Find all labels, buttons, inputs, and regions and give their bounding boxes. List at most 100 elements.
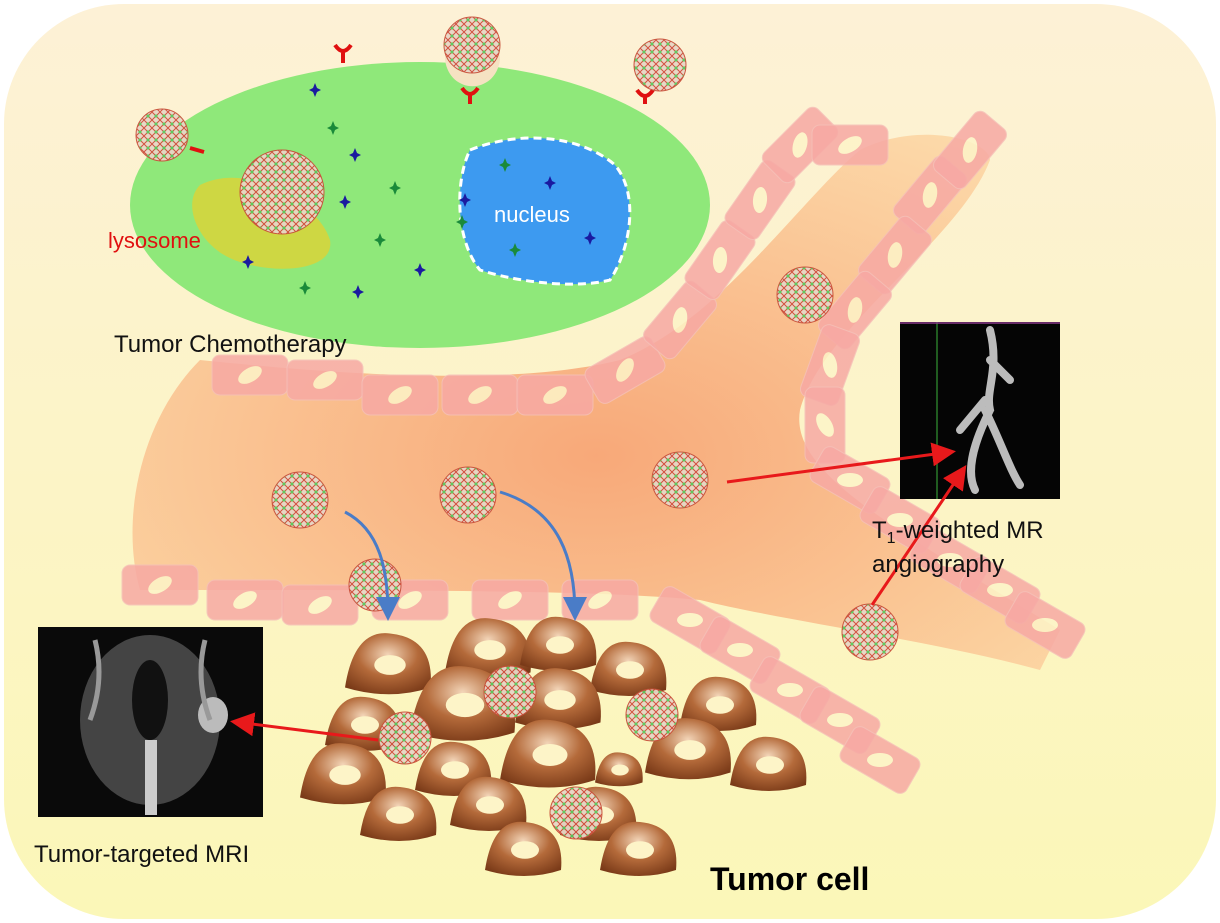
angiography-label-line2: angiography — [872, 551, 1004, 578]
cell-nucleus — [308, 596, 332, 614]
cell-nucleus — [752, 187, 768, 213]
endothelial-cell — [471, 579, 549, 621]
endothelial-cell — [684, 220, 756, 300]
drug-molecule — [414, 263, 426, 277]
cell-nucleus — [827, 713, 853, 727]
nucleus-label: nucleus — [494, 202, 570, 227]
tumor-nucleus — [511, 841, 539, 859]
cell-nucleus — [398, 591, 422, 609]
endothelial-cell — [584, 336, 666, 404]
endothelial-cell — [121, 564, 199, 606]
tumor-cell — [485, 821, 562, 876]
drug-molecule — [459, 193, 471, 207]
angiography-label: T1-weighted MR — [872, 517, 1044, 547]
arrows — [230, 442, 967, 742]
cell-nucleus — [727, 643, 753, 657]
cell-nucleus — [792, 132, 808, 158]
cell-nucleus — [712, 247, 728, 273]
cell-nucleus — [987, 583, 1013, 597]
nanoparticle-cluster — [348, 558, 402, 612]
endothelial-cell — [516, 374, 594, 416]
chemotherapy-label: Tumor Chemotherapy — [114, 331, 347, 358]
mr-angiography-image — [900, 322, 1060, 499]
nanoparticle-cluster — [443, 16, 501, 74]
tumor-nucleus — [374, 655, 406, 675]
nanoparticle-cluster — [625, 688, 679, 742]
nanoparticles — [135, 16, 899, 840]
nanoparticle-cluster — [271, 471, 329, 529]
drug-molecule — [242, 255, 254, 269]
endothelial-cell — [211, 354, 289, 396]
nucleus-shape — [458, 136, 632, 286]
nanoparticle-cluster — [239, 149, 325, 235]
tumor-nucleus — [474, 640, 506, 660]
tumor-cell — [300, 743, 386, 805]
cell-nucleus — [677, 613, 703, 627]
cell-nucleus — [777, 683, 803, 697]
cell-nucleus — [887, 513, 913, 527]
cell-nucleus — [1032, 618, 1058, 632]
drug-molecule — [327, 121, 339, 135]
drug-molecule — [299, 281, 311, 295]
nanoparticle-cluster — [483, 665, 537, 719]
cell-nucleus — [148, 576, 172, 594]
tumor-cell — [345, 633, 431, 695]
mri-label: Tumor-targeted MRI — [34, 841, 249, 868]
tumor-nucleus — [329, 765, 361, 785]
cell-nucleus — [233, 591, 257, 609]
cell-nucleus — [616, 358, 634, 382]
nanoparticle-cluster — [549, 786, 603, 840]
cell-nucleus — [816, 413, 834, 437]
tumor-nucleus — [445, 692, 485, 718]
endothelial-cell — [281, 584, 359, 626]
endothelial-cell — [206, 579, 284, 621]
tumor-cell — [500, 719, 596, 788]
endothelial-cell — [811, 124, 889, 166]
cell-nucleus — [837, 473, 863, 487]
endothelial-cell — [1004, 591, 1086, 659]
nanoparticle-cluster — [439, 466, 497, 524]
cell-nucleus — [937, 553, 963, 567]
drug-molecule — [339, 195, 351, 209]
endothelial-cell — [933, 110, 1007, 190]
cell-nucleus — [672, 307, 688, 333]
tumor-cell — [445, 618, 531, 680]
tumor-cell-label: Tumor cell — [710, 861, 869, 897]
drug-molecule — [584, 231, 596, 245]
drug-molecule — [349, 148, 361, 162]
tumor-nucleus — [611, 764, 629, 776]
tumor-cell — [600, 821, 677, 876]
cell-nucleus — [388, 386, 412, 404]
receptors — [189, 43, 655, 154]
endothelial-cell — [643, 280, 717, 360]
tumor-nucleus — [546, 636, 574, 654]
cell-nucleus — [822, 352, 838, 378]
endothelial-cell — [839, 726, 921, 794]
cell-nucleus — [962, 137, 978, 163]
tumor-nucleus — [476, 796, 504, 814]
nanoparticle-cluster — [633, 38, 687, 92]
drug-molecule — [389, 181, 401, 195]
nanoparticle-cluster — [135, 108, 189, 162]
drug-molecule — [309, 83, 321, 97]
cell-nucleus — [588, 591, 612, 609]
cell-nucleus — [313, 371, 337, 389]
nanoparticle-cluster — [776, 266, 834, 324]
endothelial-cell — [804, 386, 846, 464]
cell-nucleus — [238, 366, 262, 384]
cell-nucleus — [867, 753, 893, 767]
tumor-nucleus — [532, 744, 568, 766]
cell-nucleus — [887, 242, 903, 268]
tumor-nucleus — [441, 761, 469, 779]
endothelial-cell — [361, 374, 439, 416]
drug-molecule — [509, 243, 521, 257]
endothelial-cell — [286, 359, 364, 401]
cell-nucleus — [498, 591, 522, 609]
arrow-to-angiography — [726, 442, 956, 484]
endothelial-cell — [441, 374, 519, 416]
tumor-nucleus — [616, 661, 644, 679]
nanoparticle-cluster — [651, 451, 709, 509]
lysosome-label: lysosome — [108, 228, 201, 253]
